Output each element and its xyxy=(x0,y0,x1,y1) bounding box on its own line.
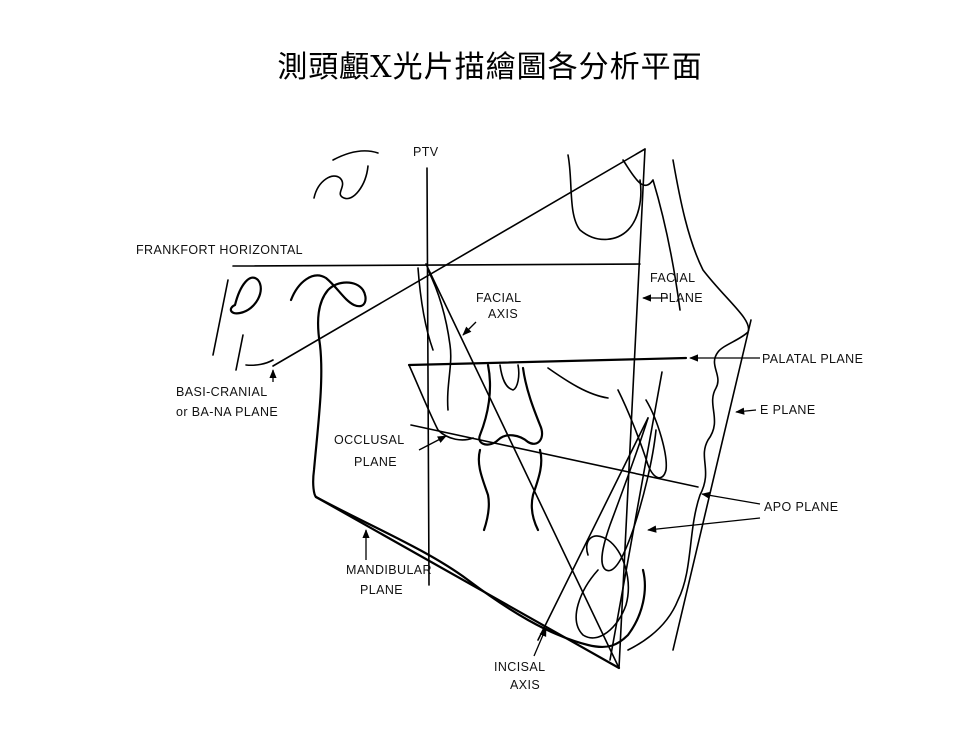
lower-incisor-tracing xyxy=(601,417,657,572)
lower-molar-tracing xyxy=(477,448,543,532)
facial-axis-line xyxy=(425,263,620,669)
palatal-plane-line xyxy=(407,356,688,367)
facial-plane-label-line1: FACIAL xyxy=(650,271,695,285)
mastoid-tracing xyxy=(212,279,274,371)
cephalometric-tracing-diagram: PTV FRANKFORT HORIZONTAL FACIAL AXIS FAC… xyxy=(128,120,903,708)
apo-plane-arrow-1 xyxy=(701,491,761,505)
incisal-axis-label-line2: AXIS xyxy=(510,678,540,692)
apo-plane-line xyxy=(609,371,663,661)
upper-molar-roots-tracing xyxy=(499,364,520,391)
condyle-tracing xyxy=(229,276,262,315)
page-title: 測頭顱X光片描繪圖各分析平面 xyxy=(277,50,703,85)
tracing-svg: PTV FRANKFORT HORIZONTAL FACIAL AXIS FAC… xyxy=(136,145,863,692)
palatal-plane-label: PALATAL PLANE xyxy=(762,352,863,366)
occlusal-plane-arrow xyxy=(418,435,447,451)
incisal-axis-line xyxy=(537,417,649,641)
forehead-profile-tracing xyxy=(567,154,642,241)
e-plane-label: E PLANE xyxy=(760,403,816,417)
ramus-tracing xyxy=(289,274,367,499)
facial-plane-line xyxy=(618,148,646,669)
nasal-bone-tracing xyxy=(622,159,681,311)
mandibular-plane-label-line1: MANDIBULAR xyxy=(346,563,432,577)
basi-cranial-plane-line xyxy=(272,148,646,367)
symphysis-tracing xyxy=(575,535,630,639)
facial-axis-label-line1: FACIAL xyxy=(476,291,521,305)
upper-incisor-tracing xyxy=(617,389,668,479)
upper-molar-tracing xyxy=(478,363,544,446)
frankfort-horizontal-line xyxy=(232,263,641,267)
frankfort-horizontal-label: FRANKFORT HORIZONTAL xyxy=(136,243,303,257)
apo-plane-arrow-2 xyxy=(647,517,761,533)
ptv-label: PTV xyxy=(413,145,439,159)
facial-plane-label-line2: PLANE xyxy=(660,291,703,305)
incisal-axis-label-line1: INCISAL xyxy=(494,660,545,674)
facial-axis-arrow xyxy=(462,321,477,336)
e-plane-arrow xyxy=(735,407,757,415)
maxilla-tracing xyxy=(408,364,609,441)
basi-cranial-label-line2: or BA-NA PLANE xyxy=(176,405,278,419)
pterygoid-tracing xyxy=(417,267,452,411)
facial-axis-label-line2: AXIS xyxy=(488,307,518,321)
occlusal-plane-label-line1: OCCLUSAL xyxy=(334,433,405,447)
apo-plane-label: APO PLANE xyxy=(764,500,838,514)
soft-tissue-profile-tracing xyxy=(627,159,750,651)
occlusal-plane-label-line2: PLANE xyxy=(354,455,397,469)
e-plane-line xyxy=(672,319,752,651)
mandible-body-tracing xyxy=(314,495,646,649)
mandibular-plane-label-line2: PLANE xyxy=(360,583,403,597)
basi-cranial-label-line1: BASI-CRANIAL xyxy=(176,385,268,399)
ptv-line xyxy=(426,167,430,586)
occlusal-plane-line xyxy=(410,424,699,488)
sella-turcica-tracing xyxy=(313,150,379,200)
incisal-axis-arrow xyxy=(533,627,547,657)
